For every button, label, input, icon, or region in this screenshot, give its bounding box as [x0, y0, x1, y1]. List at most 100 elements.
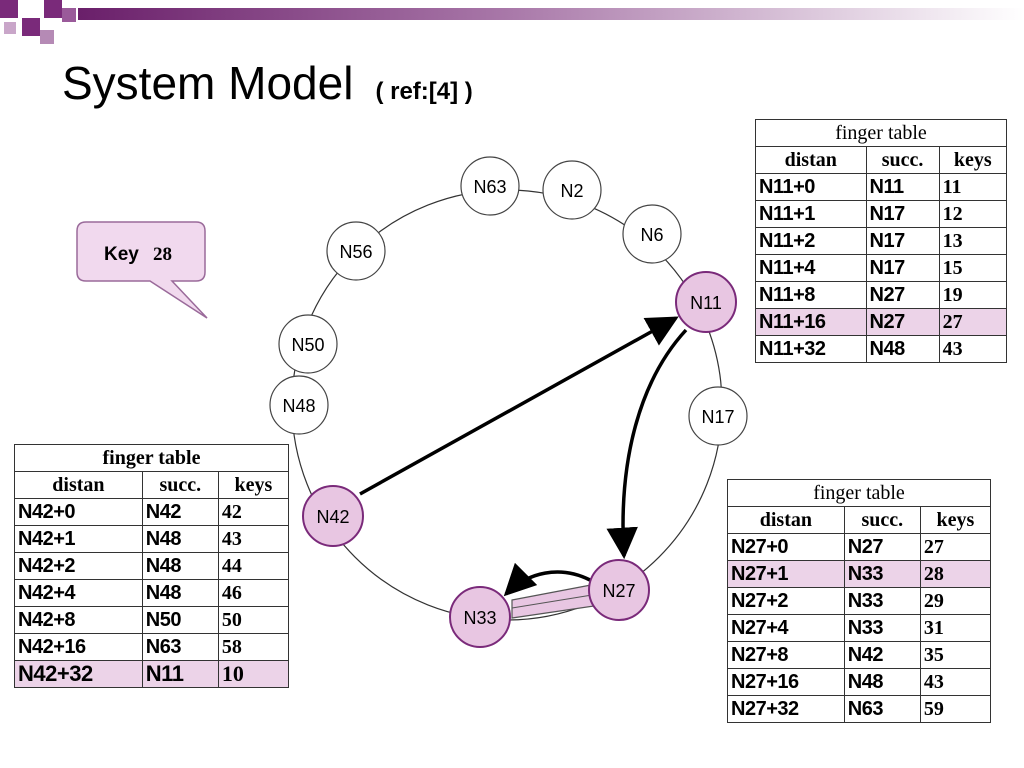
successor-cell: N27 [865, 281, 940, 309]
finger-table-caption: finger table [727, 479, 991, 507]
node-n42: N42 [302, 485, 364, 547]
col-header-keys: keys [217, 471, 290, 499]
keys-cell: 27 [919, 533, 992, 561]
keys-cell: 11 [938, 173, 1008, 201]
arrow-n11-to-n27 [606, 328, 688, 560]
key-callout: Key 28 [76, 221, 208, 319]
col-header-distance: distan [755, 146, 867, 174]
keys-cell: 15 [938, 254, 1008, 282]
key-label: Key [104, 244, 139, 265]
arrow-n42-to-n11 [359, 316, 679, 496]
successor-cell: N27 [843, 533, 921, 561]
node-label: N11 [690, 293, 722, 313]
distance-cell: N42+32 [14, 660, 143, 688]
col-header-successor: succ. [141, 471, 219, 499]
distance-cell: N27+16 [727, 668, 845, 696]
keys-cell: 58 [217, 633, 290, 661]
col-header-successor: succ. [843, 506, 921, 534]
distance-cell: N11+8 [755, 281, 867, 309]
slide-title: System Model ( ref:[4] ) [62, 56, 473, 110]
key-value: 28 [153, 244, 172, 265]
distance-cell: N27+2 [727, 587, 845, 615]
node-label: N63 [473, 177, 506, 197]
successor-cell: N63 [843, 695, 921, 723]
distance-cell: N42+1 [14, 525, 143, 553]
successor-cell: N48 [141, 579, 219, 607]
node-n50: N50 [278, 314, 338, 374]
node-n6: N6 [622, 204, 682, 264]
distance-cell: N27+0 [727, 533, 845, 561]
distance-cell: N11+2 [755, 227, 867, 255]
keys-cell: 43 [919, 668, 992, 696]
title-text: System Model [62, 57, 354, 109]
finger-table-caption: finger table [755, 119, 1007, 147]
distance-cell: N42+0 [14, 498, 143, 526]
keys-cell: 28 [919, 560, 992, 588]
successor-cell: N48 [843, 668, 921, 696]
title-ref: ( ref:[4] ) [375, 78, 473, 105]
col-header-distance: distan [14, 471, 143, 499]
successor-cell: N63 [141, 633, 219, 661]
distance-cell: N27+1 [727, 560, 845, 588]
node-label: N50 [291, 335, 324, 355]
node-n33: N33 [449, 586, 511, 648]
keys-cell: 44 [217, 552, 290, 580]
successor-cell: N48 [141, 552, 219, 580]
distance-cell: N11+32 [755, 335, 867, 363]
successor-cell: N42 [141, 498, 219, 526]
successor-cell: N48 [141, 525, 219, 553]
node-n27: N27 [588, 559, 650, 621]
node-n11: N11 [675, 271, 737, 333]
keys-cell: 43 [217, 525, 290, 553]
successor-cell: N27 [865, 308, 940, 336]
node-n63: N63 [460, 156, 520, 216]
keys-cell: 59 [919, 695, 992, 723]
successor-cell: N48 [865, 335, 940, 363]
successor-cell: N42 [843, 641, 921, 669]
decorative-header [0, 0, 1024, 44]
successor-cell: N17 [865, 254, 940, 282]
keys-cell: 46 [217, 579, 290, 607]
keys-cell: 35 [919, 641, 992, 669]
successor-cell: N17 [865, 227, 940, 255]
keys-cell: 31 [919, 614, 992, 642]
n33-n27-link [511, 584, 595, 619]
node-label: N2 [560, 181, 583, 201]
distance-cell: N42+16 [14, 633, 143, 661]
distance-cell: N42+2 [14, 552, 143, 580]
keys-cell: 27 [938, 308, 1008, 336]
successor-cell: N11 [865, 173, 940, 201]
distance-cell: N11+4 [755, 254, 867, 282]
successor-cell: N17 [865, 200, 940, 228]
distance-cell: N27+8 [727, 641, 845, 669]
node-n17: N17 [688, 386, 748, 446]
node-label: N42 [316, 507, 349, 527]
keys-cell: 10 [217, 660, 290, 688]
col-header-distance: distan [727, 506, 845, 534]
distance-cell: N42+8 [14, 606, 143, 634]
successor-cell: N33 [843, 614, 921, 642]
distance-cell: N27+4 [727, 614, 845, 642]
keys-cell: 13 [938, 227, 1008, 255]
node-label: N56 [339, 242, 372, 262]
node-n2: N2 [542, 160, 602, 220]
successor-cell: N33 [843, 560, 921, 588]
node-label: N17 [701, 407, 734, 427]
